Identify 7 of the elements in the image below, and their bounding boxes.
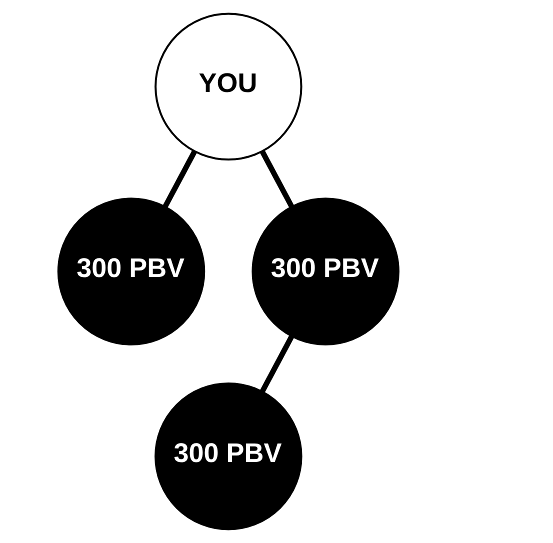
connector [259,335,294,393]
node-circle: YOU [154,12,302,161]
node-circle: 300 PBV [251,198,399,346]
connector [162,150,196,208]
node-circle: 300 PBV [56,198,205,346]
connector [260,150,294,208]
node-circle: 300 PBV [154,382,302,530]
